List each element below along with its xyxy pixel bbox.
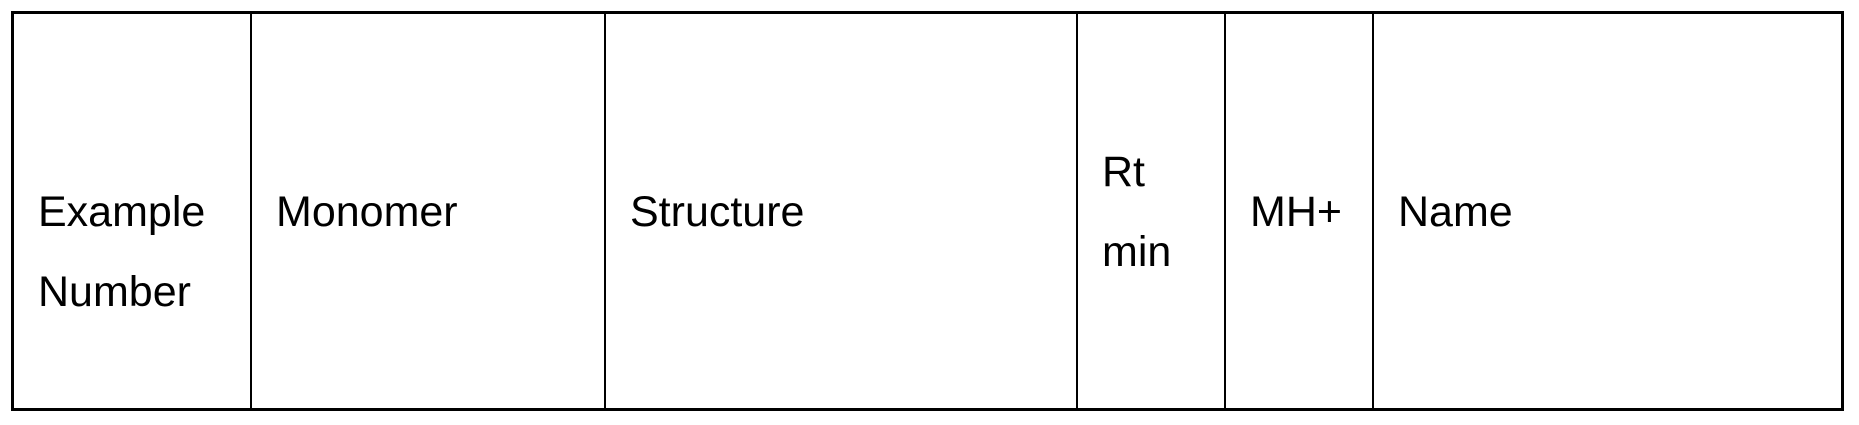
header-label-line: Rt bbox=[1102, 148, 1145, 196]
header-label-line: min bbox=[1102, 228, 1172, 276]
header-label-line: Structure bbox=[630, 188, 805, 236]
header-label-mh-plus: MH+ bbox=[1250, 172, 1342, 252]
header-cell-rt-min: Rt min bbox=[1078, 14, 1226, 408]
header-label-line: MH+ bbox=[1250, 188, 1342, 236]
header-label-line: Example bbox=[38, 188, 206, 236]
header-cell-structure: Structure bbox=[606, 14, 1078, 408]
header-cell-name: Name bbox=[1374, 14, 1841, 408]
header-label-name: Name bbox=[1398, 172, 1513, 252]
header-label-example-number: Example Number bbox=[38, 172, 205, 332]
header-label-rt-min: Rt min bbox=[1102, 132, 1171, 292]
header-cell-monomer: Monomer bbox=[252, 14, 606, 408]
header-label-line: Monomer bbox=[276, 188, 458, 236]
header-cell-mh-plus: MH+ bbox=[1226, 14, 1374, 408]
header-label-line: Number bbox=[38, 268, 191, 316]
header-cell-example-number: Example Number bbox=[14, 14, 252, 408]
header-label-monomer: Monomer bbox=[276, 172, 458, 252]
compound-table-header: Example Number Monomer Structure Rt min … bbox=[11, 11, 1844, 411]
header-label-line: Name bbox=[1398, 188, 1513, 236]
header-label-structure: Structure bbox=[630, 172, 804, 252]
